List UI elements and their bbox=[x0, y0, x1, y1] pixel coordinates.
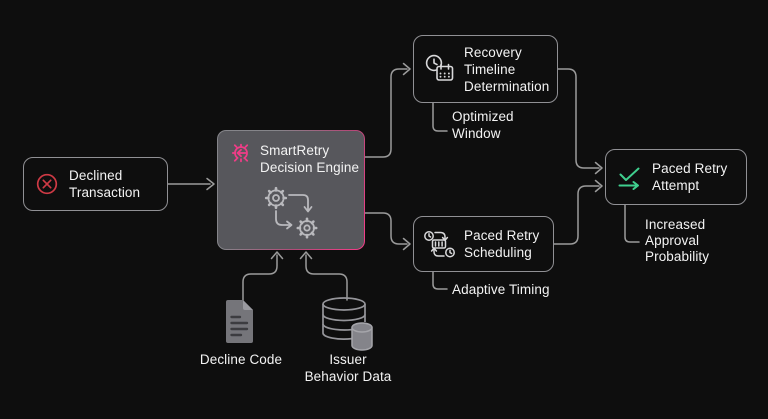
recovery-note: Optimized Window bbox=[452, 109, 514, 141]
node-label: Paced Retry Scheduling bbox=[464, 228, 540, 260]
check-arrow-icon bbox=[618, 167, 640, 190]
wire-scheduling-to-attempt bbox=[553, 185, 600, 245]
clock-calendar-icon bbox=[425, 54, 454, 81]
wire-recovery-note bbox=[432, 102, 448, 132]
attempt-note: Increased Approval Probability bbox=[645, 217, 710, 264]
engine-gear-refresh-icon bbox=[231, 143, 249, 163]
wire-issuer-to-engine bbox=[305, 254, 348, 301]
node-label: Recovery Timeline Determination bbox=[464, 44, 550, 94]
wire-recovery-to-attempt bbox=[557, 68, 600, 169]
node-paced-retry-scheduling: Paced Retry Scheduling bbox=[413, 216, 554, 272]
node-paced-retry-attempt: Paced Retry Attempt bbox=[605, 149, 747, 205]
wire-engine-to-recovery bbox=[364, 68, 408, 158]
node-label: Declined Transaction bbox=[69, 168, 141, 200]
declined-x-icon bbox=[36, 173, 58, 195]
wire-engine-to-scheduling bbox=[364, 212, 408, 245]
engine-gears-flow-icon bbox=[264, 186, 318, 239]
retry-schedule-icon bbox=[424, 230, 455, 257]
node-smartretry-engine: SmartRetry Decision Engine bbox=[217, 130, 365, 250]
document-icon bbox=[226, 300, 253, 343]
issuer-behavior-data-label: Issuer Behavior Data bbox=[304, 352, 392, 384]
wire-attempt-note bbox=[624, 204, 640, 243]
node-label: SmartRetry Decision Engine bbox=[260, 143, 360, 175]
scheduling-note: Adaptive Timing bbox=[452, 282, 550, 297]
decline-code-label: Decline Code bbox=[199, 352, 283, 367]
node-declined-transaction: Declined Transaction bbox=[23, 157, 168, 211]
wire-declinecode-to-engine bbox=[242, 254, 278, 301]
wire-scheduling-note bbox=[432, 271, 448, 290]
node-recovery-timeline: Recovery Timeline Determination bbox=[413, 35, 558, 103]
node-label: Paced Retry Attempt bbox=[652, 161, 728, 193]
database-icon bbox=[322, 297, 373, 351]
